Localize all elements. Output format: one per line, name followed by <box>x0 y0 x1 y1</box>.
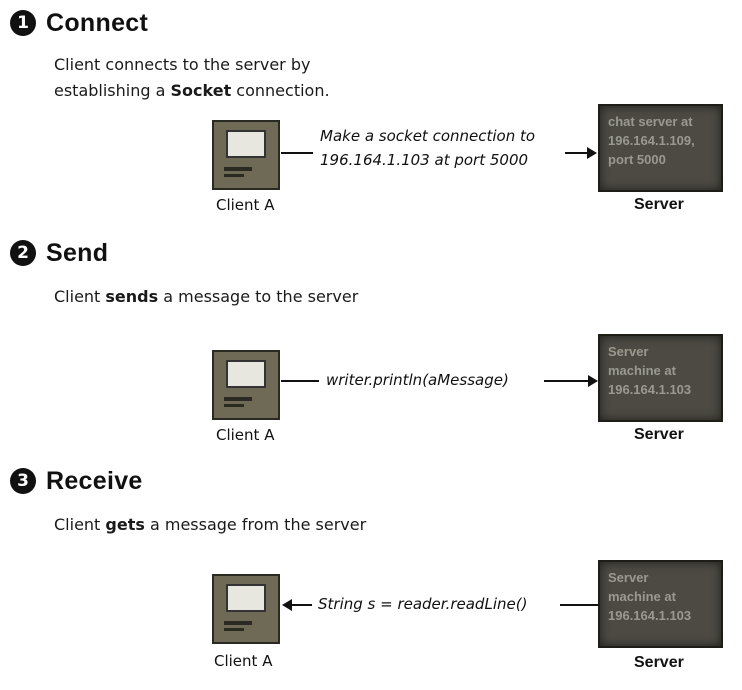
step-3-message: String s = reader.readLine() <box>318 595 528 613</box>
step-3-desc-bold: gets <box>105 515 145 534</box>
step-2-desc-post: a message to the server <box>158 287 359 306</box>
computer-slot <box>224 628 244 631</box>
step-1-desc-line1: Client connects to the server by <box>54 55 311 74</box>
server-text-line: port 5000 <box>608 152 666 167</box>
step-2-description: Client sends a message to the server <box>54 284 358 310</box>
client-a-label: Client A <box>214 652 273 670</box>
connector-line <box>560 604 598 606</box>
client-a-computer-icon <box>212 574 280 644</box>
arrow-right-icon <box>587 147 597 159</box>
step-1-desc-bold: Socket <box>170 81 232 100</box>
step-2-desc-bold: sends <box>105 287 159 306</box>
step-2-heading: 2 Send <box>10 238 108 268</box>
client-a-label: Client A <box>216 196 275 214</box>
server-text-line: 196.164.1.103 <box>608 382 692 397</box>
step-2-number: 2 <box>10 240 36 266</box>
step-3-number: 3 <box>10 468 36 494</box>
server-machine-icon: Server machine at 196.164.1.103 <box>598 560 723 648</box>
step-1-description: Client connects to the server by establi… <box>54 52 330 104</box>
server-text-line: 196.164.1.109, <box>608 133 695 148</box>
step-1-number: 1 <box>10 10 36 36</box>
server-text-line: machine at <box>608 589 676 604</box>
computer-slot <box>224 167 252 171</box>
step-1-message: Make a socket connection to 196.164.1.10… <box>320 124 535 172</box>
arrow-line <box>544 380 588 382</box>
connector-line <box>281 152 313 154</box>
step-1-message-line2: 196.164.1.103 at port 5000 <box>320 151 529 169</box>
computer-screen <box>226 130 266 158</box>
server-text-line: machine at <box>608 363 676 378</box>
step-2-message: writer.println(aMessage) <box>326 371 509 389</box>
server-machine-icon: Server machine at 196.164.1.103 <box>598 334 723 422</box>
step-3-desc-post: a message from the server <box>144 515 367 534</box>
computer-screen <box>226 584 266 612</box>
step-1-desc-post: connection. <box>231 81 330 100</box>
step-2-title: Send <box>46 238 109 267</box>
computer-slot <box>224 174 244 177</box>
arrow-line <box>292 604 312 606</box>
connector-line <box>281 380 319 382</box>
step-3-title: Receive <box>46 466 143 495</box>
client-a-computer-icon <box>212 350 280 420</box>
server-text-line: Server <box>608 344 649 359</box>
server-label: Server <box>634 196 684 213</box>
arrow-line <box>565 152 587 154</box>
step-1-desc-pre: establishing a <box>54 81 171 100</box>
step-1-title: Connect <box>46 8 149 37</box>
step-3-desc-pre: Client <box>54 515 106 534</box>
server-machine-icon: chat server at 196.164.1.109, port 5000 <box>598 104 723 192</box>
client-a-label: Client A <box>216 426 275 444</box>
step-1-desc-line2: establishing a Socket connection. <box>54 78 330 104</box>
step-1-heading: 1 Connect <box>10 8 148 38</box>
server-text-line: chat server at <box>608 114 693 129</box>
server-text-line: 196.164.1.103 <box>608 608 692 623</box>
step-2-desc-pre: Client <box>54 287 106 306</box>
arrow-left-icon <box>282 599 292 611</box>
step-3-description: Client gets a message from the server <box>54 512 366 538</box>
computer-slot <box>224 404 244 407</box>
server-text-line: Server <box>608 570 649 585</box>
server-label: Server <box>634 426 684 443</box>
server-label: Server <box>634 654 684 671</box>
step-3-heading: 3 Receive <box>10 466 143 496</box>
computer-slot <box>224 397 252 401</box>
client-a-computer-icon <box>212 120 280 190</box>
computer-screen <box>226 360 266 388</box>
computer-slot <box>224 621 252 625</box>
step-1-message-line1: Make a socket connection to <box>320 127 536 145</box>
arrow-right-icon <box>588 375 598 387</box>
